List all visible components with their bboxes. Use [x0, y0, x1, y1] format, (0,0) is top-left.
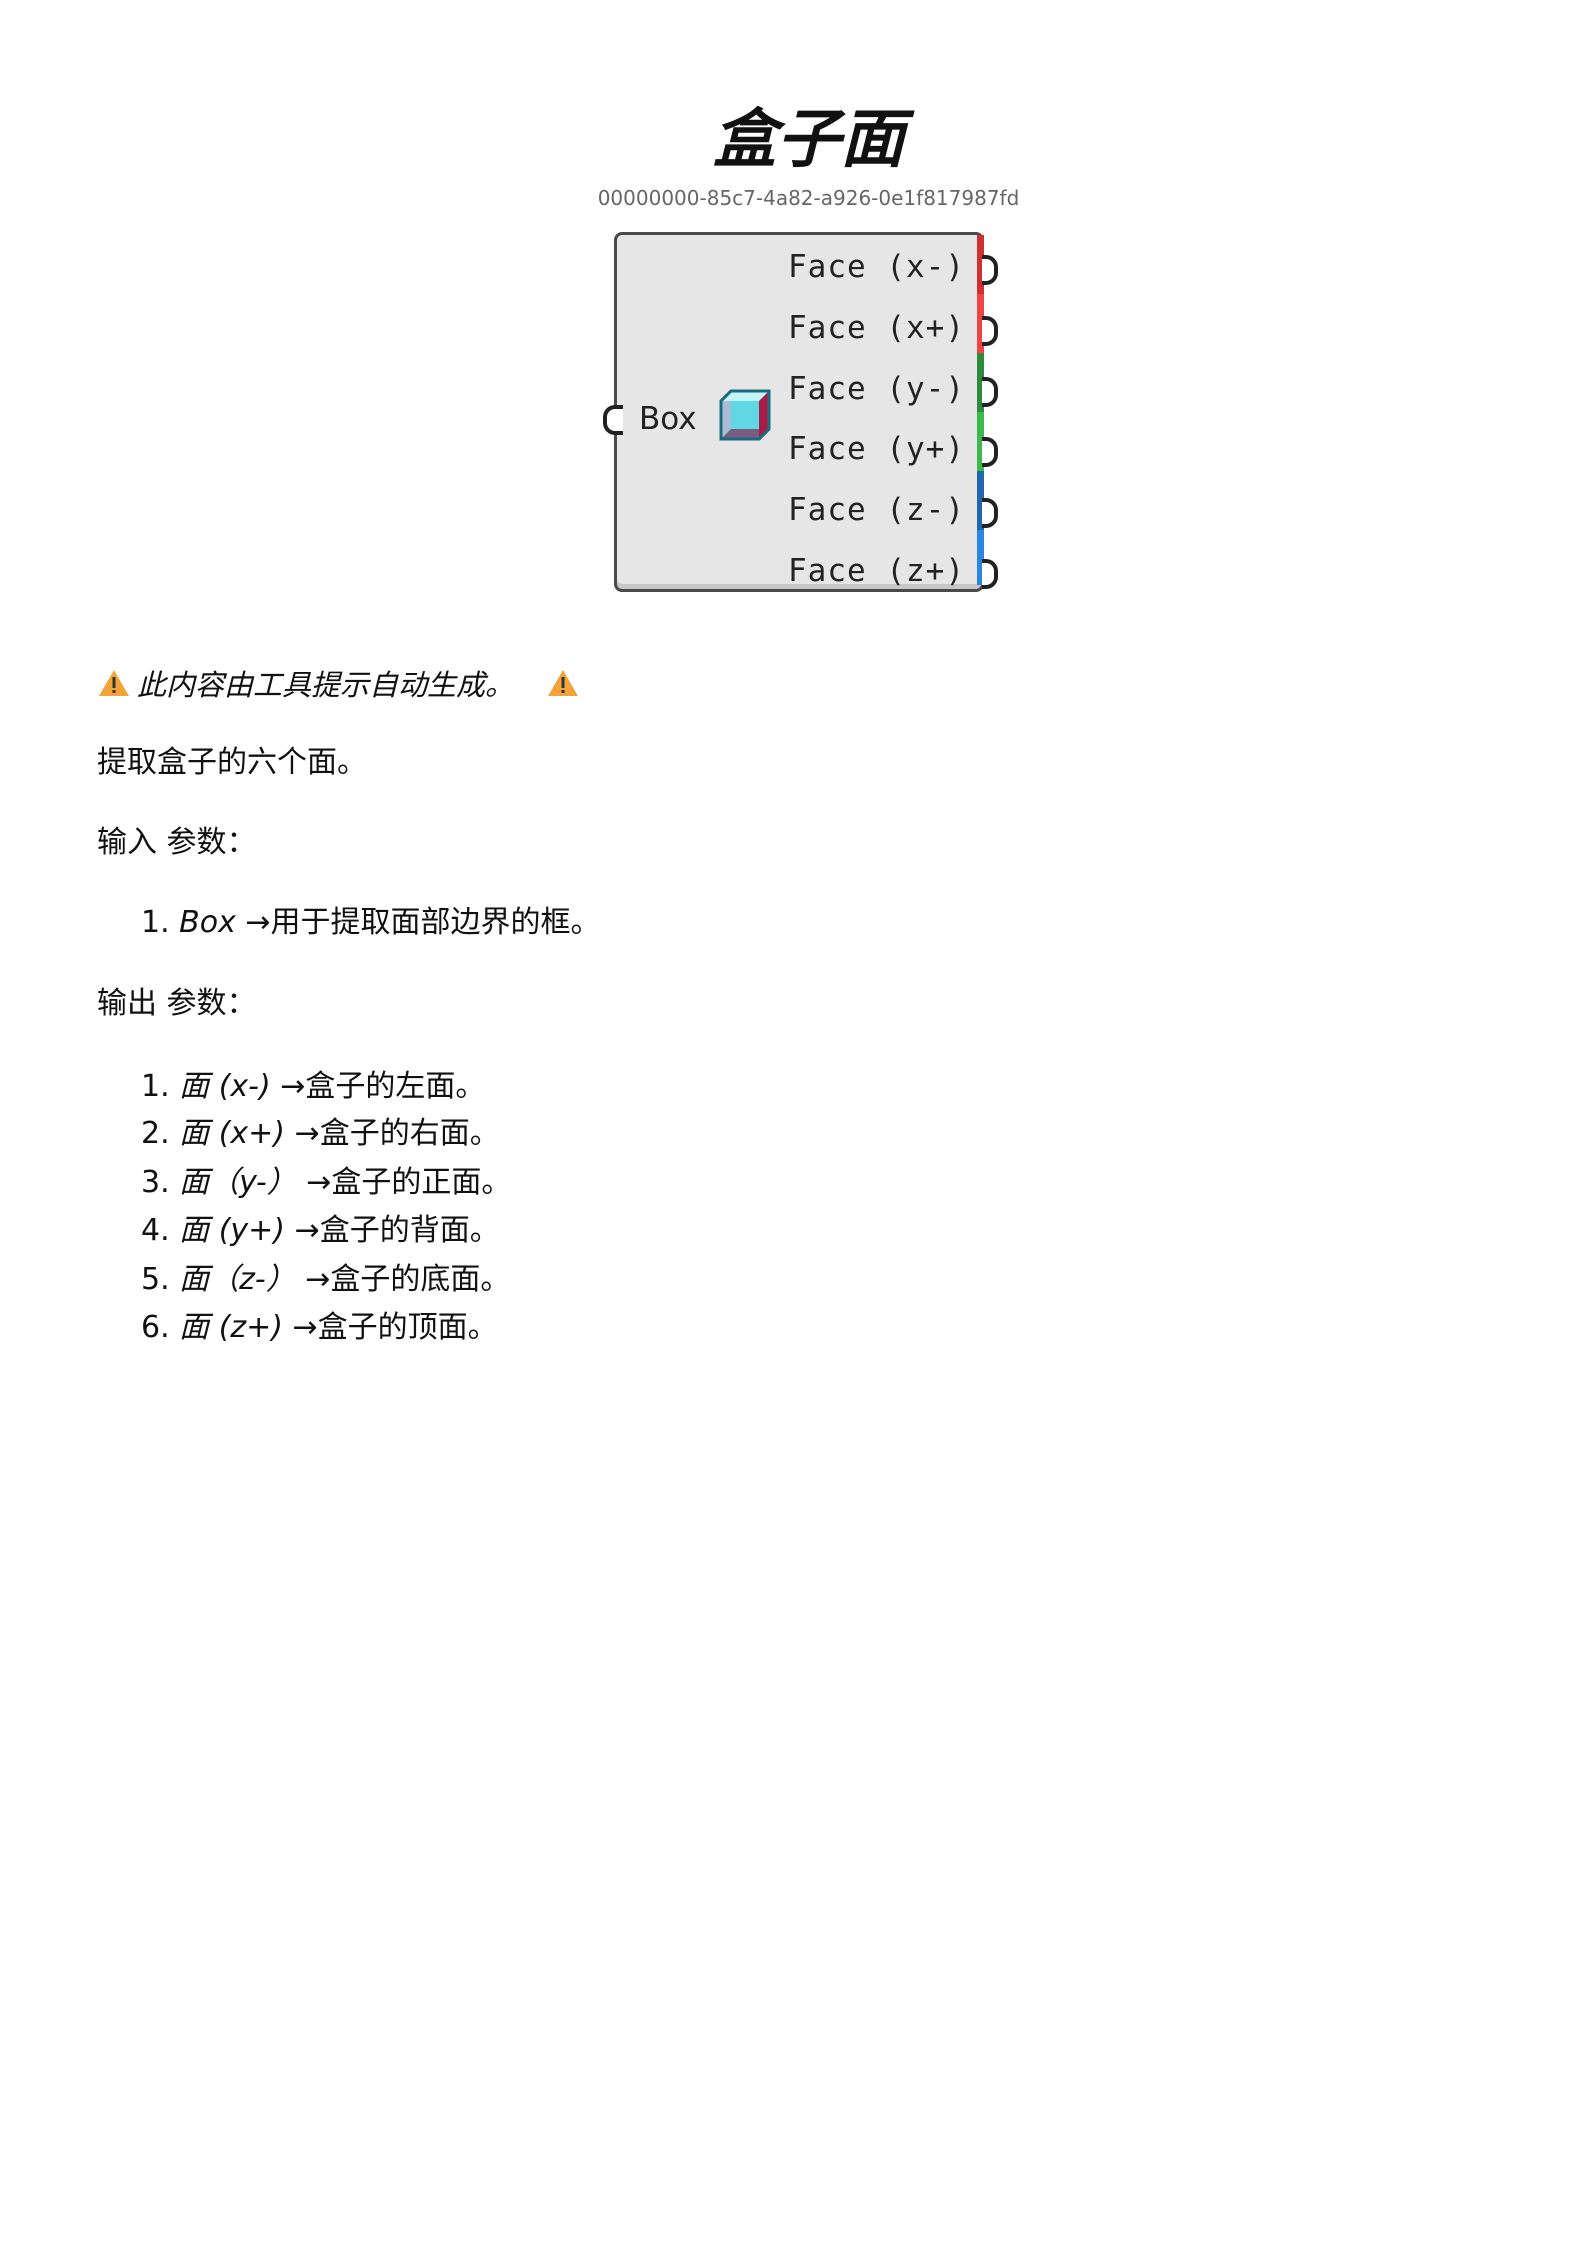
grasshopper-component[interactable]: Box Face (x-) Face (x+) Face (y-) Face (… — [603, 232, 998, 592]
output-grip[interactable] — [982, 377, 998, 407]
output-grip[interactable] — [982, 255, 998, 285]
output-item: 2. 面 (x+) →盒子的右面。 — [141, 1116, 500, 1151]
inputs-heading: 输入 参数： — [97, 825, 257, 860]
warning-icon — [99, 670, 129, 696]
input-grip-box[interactable] — [603, 405, 623, 435]
output-label: Face (y+) — [788, 431, 965, 467]
component-guid: 00000000-85c7-4a82-a926-0e1f817987fd — [597, 186, 1020, 210]
page-title: 盒子面 — [712, 103, 905, 177]
input-label-box: Box — [639, 401, 697, 437]
output-grip[interactable] — [982, 316, 998, 346]
output-label: Face (z-) — [788, 492, 965, 528]
output-color-bar — [977, 294, 984, 353]
output-color-bar — [977, 530, 984, 585]
output-label: Face (x+) — [788, 310, 965, 346]
description: 提取盒子的六个面。 — [97, 745, 367, 780]
box-cube-icon — [719, 389, 771, 441]
output-color-bar — [977, 471, 984, 530]
output-item: 3. 面（y-） →盒子的正面。 — [141, 1165, 512, 1200]
output-grip[interactable] — [982, 437, 998, 467]
output-label: Face (y-) — [788, 371, 965, 407]
output-label: Face (x-) — [788, 249, 965, 285]
output-label: Face (z+) — [788, 553, 965, 589]
output-color-bar — [977, 353, 984, 412]
output-item: 1. 面 (x-) →盒子的左面。 — [141, 1069, 486, 1104]
auto-generated-warning: 此内容由工具提示自动生成。 — [97, 662, 580, 704]
output-color-bar — [977, 412, 984, 471]
output-color-bar — [977, 235, 984, 294]
output-item: 5. 面（z-） →盒子的底面。 — [141, 1262, 511, 1297]
outputs-heading: 输出 参数： — [97, 986, 257, 1021]
input-item: 1. Box →用于提取面部边界的框。 — [141, 905, 601, 940]
warning-text: 此内容由工具提示自动生成。 — [137, 668, 515, 702]
warning-icon — [548, 670, 579, 696]
output-grip[interactable] — [982, 498, 998, 528]
output-item: 4. 面 (y+) →盒子的背面。 — [141, 1213, 500, 1248]
output-item: 6. 面 (z+) →盒子的顶面。 — [141, 1310, 498, 1345]
output-grip[interactable] — [982, 559, 998, 589]
